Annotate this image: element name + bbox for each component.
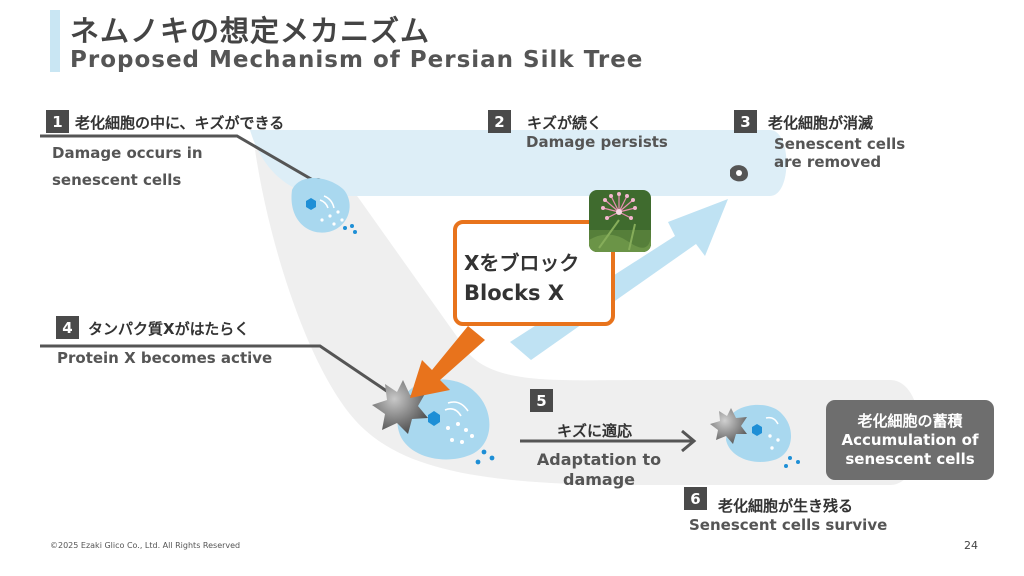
leader-line-4 bbox=[40, 344, 398, 400]
step-2-label-en: Damage persists bbox=[526, 133, 668, 151]
page-title-en: Proposed Mechanism of Persian Silk Tree bbox=[70, 47, 644, 73]
copyright-footer: ©2025 Ezaki Glico Co., Ltd. All Rights R… bbox=[50, 541, 241, 550]
step-1-label-jp: 老化細胞の中に、キズができる bbox=[75, 114, 285, 132]
step-6-label-jp: 老化細胞が生き残る bbox=[718, 497, 854, 515]
step-6-label-en: Senescent cells survive bbox=[689, 516, 888, 534]
protein-x-icon bbox=[372, 380, 428, 434]
block-x-callout bbox=[453, 220, 615, 326]
step-5-label-en-1: Adaptation to bbox=[536, 450, 662, 469]
step-1-label-en-2: senescent cells bbox=[52, 171, 182, 189]
step-4-label-jp: タンパク質Xがはたらく bbox=[88, 320, 250, 338]
removal-pathway-band bbox=[250, 130, 787, 196]
step-1-label-en-1: Damage occurs in bbox=[52, 144, 203, 162]
accumulation-label-jp: 老化細胞の蓄積 bbox=[857, 411, 963, 430]
step-badge-5: 5 bbox=[530, 389, 553, 412]
step-5-label-en: Adaptation to damage bbox=[528, 450, 670, 490]
accumulation-label-en-2: senescent cells bbox=[845, 449, 975, 468]
accumulation-label-en-1: Accumulation of bbox=[841, 430, 979, 449]
silk-tree-flower-image bbox=[589, 190, 651, 252]
step-5-label-jp: キズに適応 bbox=[557, 422, 633, 440]
leader-line-1 bbox=[40, 134, 319, 185]
step-2-label-jp: キズが続く bbox=[527, 114, 603, 132]
protein-x-small-icon bbox=[710, 408, 747, 444]
step-5-label-en-2: damage bbox=[562, 470, 636, 489]
step-badge-2: 2 bbox=[488, 110, 511, 133]
cell-surviving-6 bbox=[710, 404, 800, 468]
step-badge-6: 6 bbox=[684, 487, 707, 510]
step-3-label-en-2: are removed bbox=[774, 153, 882, 171]
step-badge-1: 1 bbox=[46, 110, 69, 133]
blocking-arrow bbox=[410, 326, 485, 398]
step-3-label-jp: 老化細胞が消滅 bbox=[768, 114, 874, 132]
block-x-label-en: Blocks X bbox=[464, 281, 565, 305]
step-3-label-en-1: Senescent cells bbox=[774, 135, 906, 153]
title-accent-bar bbox=[50, 10, 60, 72]
page-title-jp: ネムノキの想定メカニズム bbox=[70, 14, 431, 48]
adaptation-arrow-head bbox=[681, 429, 697, 453]
step-badge-4: 4 bbox=[56, 316, 79, 339]
page-number: 24 bbox=[964, 539, 978, 552]
block-x-label-jp: Xをブロック bbox=[464, 251, 580, 275]
step-badge-3: 3 bbox=[734, 110, 757, 133]
cell-damaged-1 bbox=[291, 177, 357, 234]
step-4-label-en: Protein X becomes active bbox=[57, 349, 273, 367]
accumulation-box: 老化細胞の蓄積 Accumulation of senescent cells bbox=[826, 400, 994, 480]
cell-remnant-3 bbox=[730, 165, 748, 182]
cell-protein-x-4 bbox=[372, 379, 495, 465]
